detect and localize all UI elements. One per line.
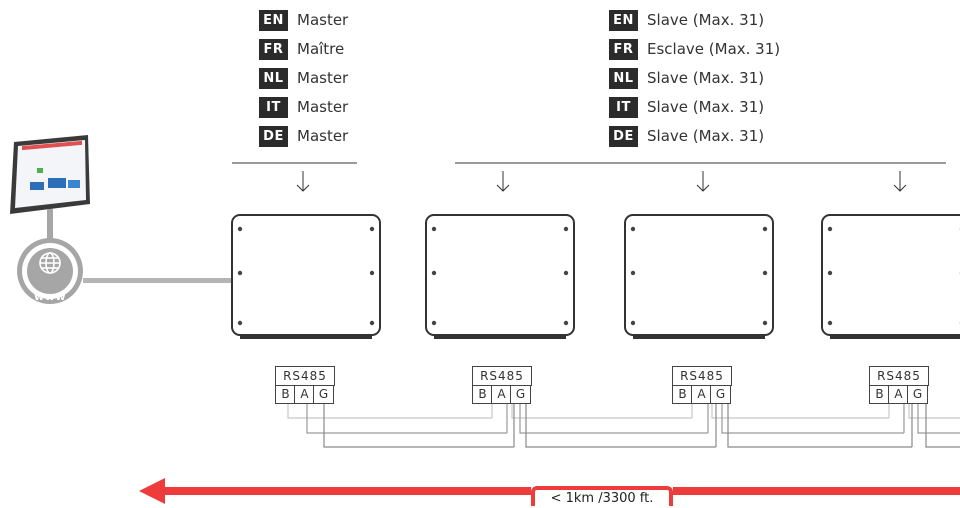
slave-row-fr: FR Esclave (Max. 31) — [609, 37, 780, 61]
language-code-badge: FR — [259, 39, 288, 60]
role-label: Esclave (Max. 31) — [647, 40, 780, 58]
role-label: Maître — [297, 40, 344, 58]
rs485-connector-slave: RS485 B A G — [672, 366, 732, 404]
master-row-fr: FR Maître — [259, 37, 344, 61]
master-row-it: IT Master — [259, 95, 348, 119]
language-code-badge: IT — [259, 97, 288, 118]
language-code-badge: FR — [609, 39, 638, 60]
role-label: Slave (Max. 31) — [647, 11, 764, 29]
slave-down-arrow — [894, 171, 906, 191]
role-label: Master — [297, 69, 348, 87]
rs485-connector-slave: RS485 B A G — [869, 366, 929, 404]
inverter-master — [232, 215, 380, 339]
role-label: Master — [297, 98, 348, 116]
master-down-arrow — [297, 171, 309, 191]
language-code-badge: IT — [609, 97, 638, 118]
www-label: www — [29, 290, 71, 303]
network-line — [83, 278, 233, 283]
role-label: Slave (Max. 31) — [647, 69, 764, 87]
pin-b: B — [672, 385, 693, 404]
pin-b: B — [472, 385, 493, 404]
language-code-badge: DE — [259, 126, 288, 147]
slave-down-arrow — [497, 171, 509, 191]
pin-a: A — [491, 385, 512, 404]
slave-row-it: IT Slave (Max. 31) — [609, 95, 764, 119]
master-row-de: DE Master — [259, 124, 348, 148]
pin-a: A — [888, 385, 909, 404]
slave-down-arrow — [697, 171, 709, 191]
rs485-connector-master: RS485 B A G — [275, 366, 335, 404]
tablet-stem — [47, 209, 53, 239]
master-row-nl: NL Master — [259, 66, 348, 90]
role-label: Slave (Max. 31) — [647, 98, 764, 116]
slave-label-group: EN Slave (Max. 31) FR Esclave (Max. 31) … — [609, 8, 849, 138]
language-code-badge: EN — [259, 10, 288, 31]
pin-b: B — [275, 385, 296, 404]
pin-g: G — [313, 385, 334, 404]
rs485-bus-wiring — [288, 404, 960, 447]
language-code-badge: NL — [609, 68, 638, 89]
inverter-slave — [822, 215, 960, 339]
master-row-en: EN Master — [259, 8, 348, 32]
master-label-group: EN Master FR Maître NL Master IT Master … — [259, 8, 389, 138]
slave-row-nl: NL Slave (Max. 31) — [609, 66, 764, 90]
role-label: Slave (Max. 31) — [647, 127, 764, 145]
pin-g: G — [710, 385, 731, 404]
rs485-title: RS485 — [472, 366, 532, 386]
rs485-title: RS485 — [869, 366, 929, 386]
pin-a: A — [294, 385, 315, 404]
language-code-badge: DE — [609, 126, 638, 147]
rs485-title: RS485 — [672, 366, 732, 386]
distance-label: < 1km /3300 ft. — [531, 486, 673, 506]
language-code-badge: EN — [609, 10, 638, 31]
role-label: Master — [297, 127, 348, 145]
tablet-device — [10, 135, 90, 214]
slave-row-de: DE Slave (Max. 31) — [609, 124, 764, 148]
pin-g: G — [907, 385, 928, 404]
pin-b: B — [869, 385, 890, 404]
pin-g: G — [510, 385, 531, 404]
language-code-badge: NL — [259, 68, 288, 89]
inverter-slave — [625, 215, 773, 339]
rs485-connector-slave: RS485 B A G — [472, 366, 532, 404]
slave-row-en: EN Slave (Max. 31) — [609, 8, 764, 32]
inverter-slave — [426, 215, 574, 339]
rs485-title: RS485 — [275, 366, 335, 386]
role-label: Master — [297, 11, 348, 29]
pin-a: A — [691, 385, 712, 404]
